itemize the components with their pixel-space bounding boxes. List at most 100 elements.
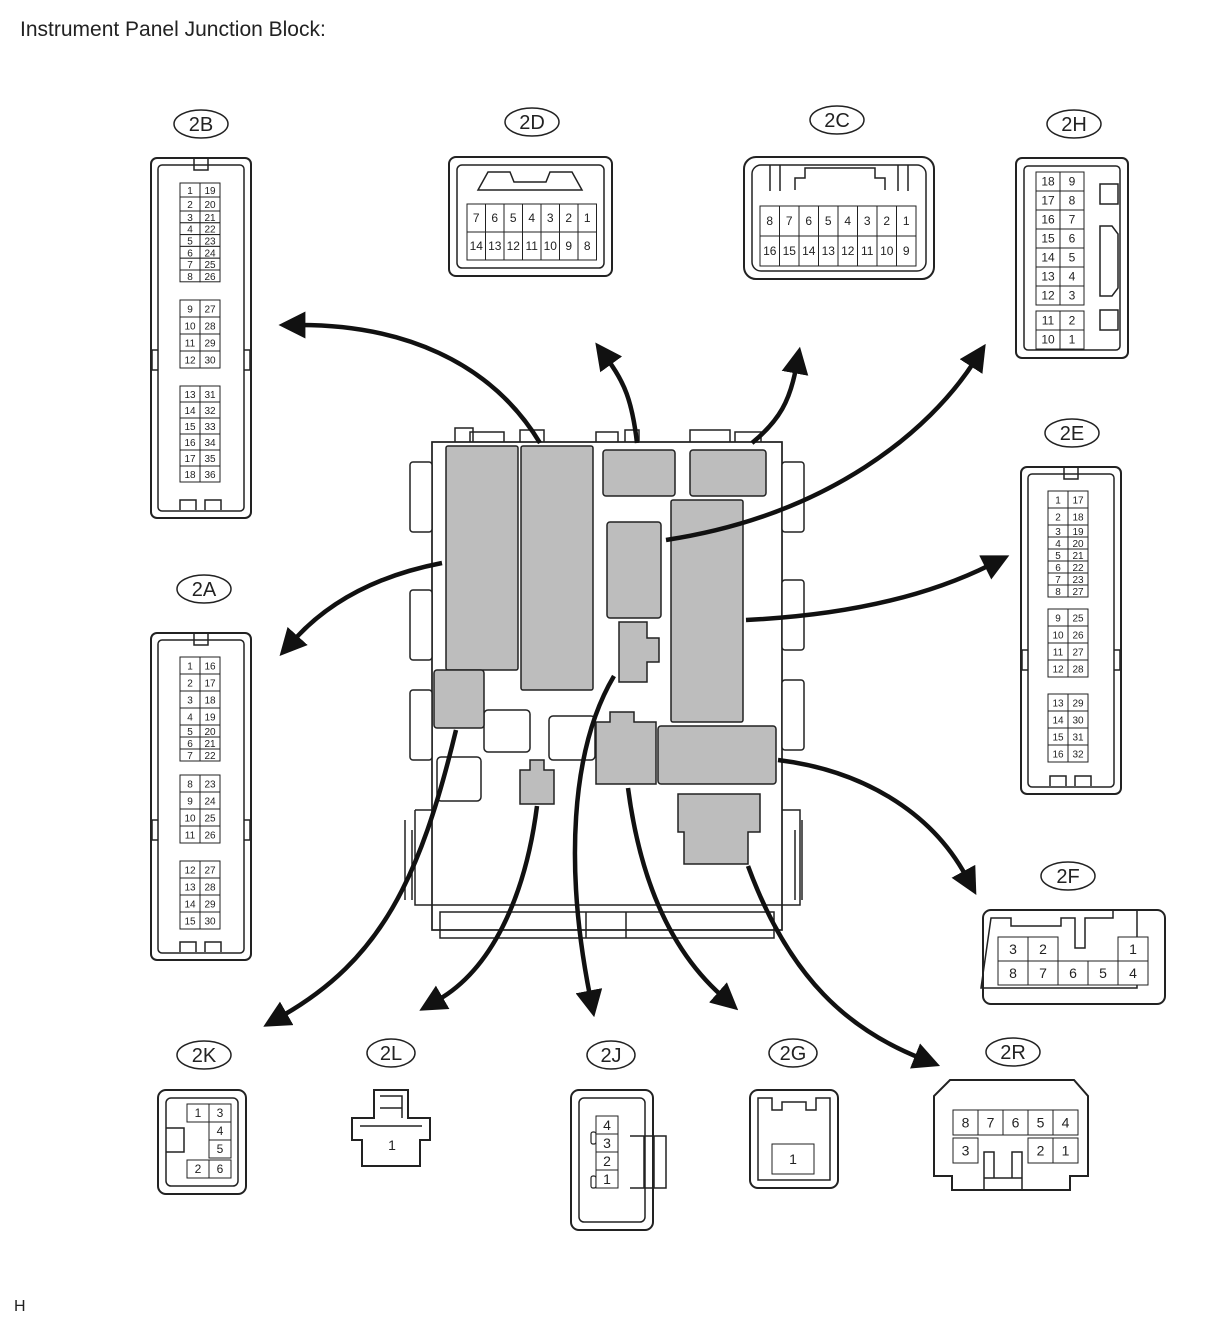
pin-label: 3 <box>1009 941 1017 957</box>
pin-label: 12 <box>1041 289 1055 303</box>
pin-label: 18 <box>1041 175 1055 189</box>
pin-cavity <box>952 1109 979 1136</box>
pin-label: 14 <box>802 244 816 258</box>
pin-label: 3 <box>187 696 193 707</box>
pin-label: 23 <box>204 237 216 248</box>
connector-label-2B: 2B <box>189 114 213 136</box>
pin-label: 9 <box>187 305 193 316</box>
pin-label: 26 <box>1072 631 1084 642</box>
pin-label: 10 <box>184 322 196 333</box>
pin-label: 17 <box>1072 496 1084 507</box>
pin-label: 7 <box>473 211 480 225</box>
pin-label: 1 <box>195 1106 202 1120</box>
pin-label: 4 <box>1062 1115 1070 1131</box>
pin-cavity <box>208 1139 232 1159</box>
pin-label: 1 <box>1069 333 1076 347</box>
pin-label: 17 <box>204 679 216 690</box>
pin-cavity <box>1052 1109 1079 1136</box>
pin-label: 19 <box>204 713 216 724</box>
pin-label: 25 <box>1072 614 1084 625</box>
pin-label: 3 <box>217 1106 224 1120</box>
pin-label: 16 <box>1052 750 1064 761</box>
arrow-to-2C <box>750 346 809 445</box>
pin-label: 11 <box>1042 314 1055 328</box>
pin-cavity <box>1027 1109 1054 1136</box>
connector-label-2F: 2F <box>1056 866 1079 888</box>
arrow-to-2G <box>625 787 739 1011</box>
pin-label: 2 <box>1055 513 1061 524</box>
pin-label: 15 <box>783 244 797 258</box>
arrow-to-2H <box>665 343 986 543</box>
pin-label: 25 <box>204 814 216 825</box>
pin-label: 36 <box>204 470 216 481</box>
pin-label: 9 <box>1055 614 1061 625</box>
pin-label: 15 <box>1052 733 1064 744</box>
pin-label: 13 <box>822 244 836 258</box>
pin-cavity <box>1027 936 1059 962</box>
pin-label: 7 <box>1039 965 1047 981</box>
pin-label: 27 <box>1072 587 1084 598</box>
pin-label: 31 <box>1072 733 1084 744</box>
arrow-to-2E <box>745 555 1010 623</box>
pin-cavity <box>1052 1137 1079 1164</box>
pin-cavity <box>199 465 221 483</box>
pin-label: 4 <box>187 713 193 724</box>
connector-label-2A: 2A <box>192 579 217 601</box>
pin-label: 28 <box>204 322 216 333</box>
pin-label: 12 <box>184 356 196 367</box>
pin-cavity <box>577 231 597 261</box>
arrow-to-2D <box>595 342 640 444</box>
pin-label: 30 <box>204 917 216 928</box>
pin-label: 6 <box>1069 232 1076 246</box>
connector-arrows <box>263 311 1010 1069</box>
pin-label: 6 <box>1069 965 1077 981</box>
pin-label: 2 <box>187 679 193 690</box>
junction-block-sockets <box>433 445 777 865</box>
pin-label: 1 <box>388 1137 396 1153</box>
pin-label: 29 <box>1072 699 1084 710</box>
pin-label: 15 <box>1041 232 1055 246</box>
pin-label: 6 <box>805 214 812 228</box>
pin-label: 17 <box>1041 194 1055 208</box>
pin-label: 9 <box>903 244 910 258</box>
connector-label-2E: 2E <box>1060 423 1084 445</box>
pin-label: 1 <box>1055 496 1061 507</box>
connector-label-2K: 2K <box>192 1045 217 1067</box>
pin-label: 5 <box>825 214 832 228</box>
pin-label: 4 <box>1055 539 1061 550</box>
pin-cavity <box>595 1169 619 1189</box>
pin-label: 2 <box>1039 941 1047 957</box>
pin-cavity <box>1059 285 1085 306</box>
arrow-to-2J <box>572 674 616 1018</box>
pin-label: 19 <box>1072 527 1084 538</box>
pin-label: 5 <box>510 211 517 225</box>
pin-label: 7 <box>1055 575 1061 586</box>
arrow-to-2B <box>278 311 542 445</box>
pin-label: 3 <box>603 1135 611 1151</box>
pin-label: 22 <box>1072 563 1084 574</box>
pin-label: 10 <box>1041 333 1055 347</box>
pin-label: 7 <box>786 214 793 228</box>
pin-label: 5 <box>1069 251 1076 265</box>
pin-label: 32 <box>204 406 216 417</box>
pin-label: 16 <box>204 662 216 673</box>
pin-label: 22 <box>204 225 216 236</box>
pin-label: 3 <box>1055 527 1061 538</box>
diagram-footer-code: H <box>14 1298 26 1315</box>
pin-label: 11 <box>1053 648 1064 659</box>
pin-label: 11 <box>861 244 874 258</box>
pin-label: 12 <box>1052 665 1064 676</box>
pin-label: 24 <box>204 797 216 808</box>
pin-label: 5 <box>217 1142 224 1156</box>
connector-2G: 2G 1 <box>749 1038 839 1189</box>
pin-label: 30 <box>204 356 216 367</box>
pin-label: 16 <box>184 438 196 449</box>
pin-label: 27 <box>204 866 216 877</box>
pin-label: 10 <box>544 239 558 253</box>
pin-label: 1 <box>584 211 591 225</box>
connector-2L: 2L 1 <box>351 1038 431 1167</box>
pin-label: 24 <box>204 248 216 259</box>
